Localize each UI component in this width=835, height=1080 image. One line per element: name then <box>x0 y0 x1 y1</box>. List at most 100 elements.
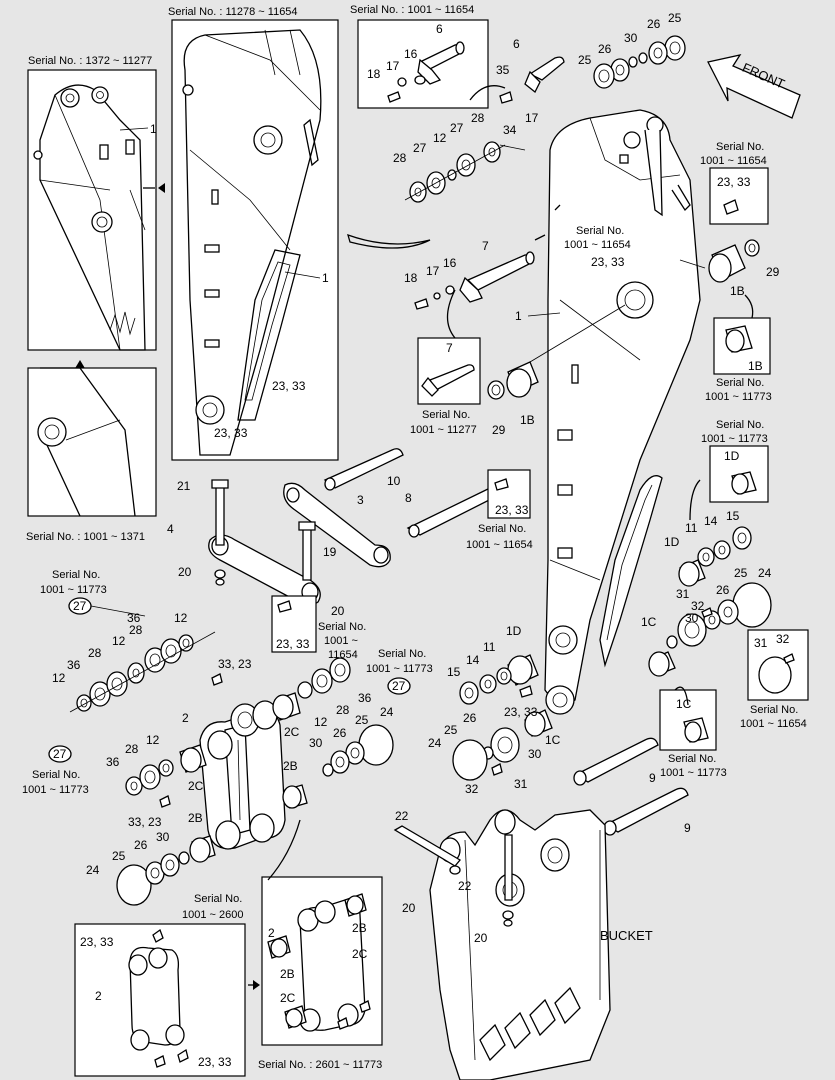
label-part-28-c: 28 <box>129 623 143 637</box>
label-part-11-a: 11 <box>685 521 698 535</box>
caption-serial-1001-11773-r1-l1: Serial No. <box>716 377 764 389</box>
label-part-27-e: 27 <box>53 747 67 761</box>
washer-stack-top-right <box>499 35 686 104</box>
caption-serial-1001-11654-l-l3: 11654 <box>328 649 358 661</box>
label-part-2333-g: 23, 33 <box>504 705 538 719</box>
caption-serial-1001-11773-r4-l2: 1001 ~ 11773 <box>660 767 727 779</box>
label-part-24-c: 24 <box>86 863 100 877</box>
label-part-20-c: 20 <box>402 901 416 915</box>
label-part-27-d: 27 <box>392 679 406 693</box>
label-part-2333-d: 23, 33 <box>717 175 751 189</box>
circle-27-b <box>387 677 411 695</box>
label-part-29-b: 29 <box>766 265 780 279</box>
label-part-1b-c: 1B <box>748 359 763 373</box>
caption-serial-1001-11773-l2-l2: 1001 ~ 11773 <box>22 784 89 796</box>
label-part-2333-c: 23, 33 <box>591 255 625 269</box>
label-part-25-a: 25 <box>668 11 682 25</box>
label-part-29-a: 29 <box>492 423 506 437</box>
label-part-1c-c: 1C <box>545 733 561 747</box>
label-part-10: 10 <box>387 474 401 488</box>
label-part-25-b: 25 <box>578 53 592 67</box>
label-part-9-b: 9 <box>684 821 691 835</box>
detail-box-plate-31 <box>747 629 809 701</box>
label-part-1b-b: 1B <box>730 284 745 298</box>
caption-serial-1001-11654-p8-l2: 1001 ~ 11654 <box>466 539 533 551</box>
label-part-17-a: 17 <box>386 59 400 73</box>
label-part-28-b: 28 <box>471 111 485 125</box>
caption-serial-1001-11654-l-l2: 1001 ~ <box>324 635 358 647</box>
label-part-20-d: 20 <box>474 931 488 945</box>
label-part-24-d: 24 <box>428 736 442 750</box>
label-part-28-a: 28 <box>393 151 407 165</box>
label-part-36-a: 36 <box>127 611 141 625</box>
detail-box-arm-top-early <box>27 69 165 351</box>
washer-stack-left-upper <box>69 631 216 713</box>
detail-box-grease-top-right <box>709 167 769 225</box>
detail-box-grease-link <box>271 595 317 653</box>
label-part-36-b: 36 <box>67 658 81 672</box>
label-part-20-a: 20 <box>178 565 192 579</box>
label-part-2-a: 2 <box>182 711 189 725</box>
label-part-32-c: 32 <box>465 782 479 796</box>
caption-serial-1001-11277-l1: Serial No. <box>422 409 470 421</box>
detail-box-grease-8 <box>487 469 531 519</box>
detail-box-1d <box>709 445 769 503</box>
label-part-14-a: 14 <box>704 514 718 528</box>
label-part-1c-b: 1C <box>676 697 692 711</box>
caption-serial-1001-11773-r4-l1: Serial No. <box>668 753 716 765</box>
label-part-25-d: 25 <box>355 713 369 727</box>
caption-serial-1001-11654-r-l2: 1001 ~ 11654 <box>700 155 767 167</box>
washer-stack-link-right <box>297 657 351 699</box>
label-part-15-a: 15 <box>726 509 740 523</box>
label-part-1-b: 1 <box>322 271 329 285</box>
label-part-30-a: 30 <box>624 31 638 45</box>
front-arrow <box>707 54 801 119</box>
washer-stack-center <box>322 724 394 777</box>
detail-box-1b <box>713 317 771 375</box>
label-part-34: 34 <box>503 123 517 137</box>
label-part-12-f: 12 <box>146 733 160 747</box>
label-part-27-a: 27 <box>413 141 427 155</box>
label-part-26-e: 26 <box>134 838 148 852</box>
label-part-1d-c: 1D <box>506 624 522 638</box>
washer-stack-28-27-12 <box>404 141 526 203</box>
label-part-30-e: 30 <box>528 747 542 761</box>
detail-box-link-2-early <box>74 923 246 1077</box>
label-part-6-a: 6 <box>436 22 443 36</box>
label-part-2c-b: 2C <box>188 779 204 793</box>
label-part-2-b: 2 <box>95 989 102 1003</box>
caption-serial-1001-11773-r2-l1: Serial No. <box>716 419 764 431</box>
label-part-22-b: 22 <box>458 879 472 893</box>
label-part-25-c: 25 <box>734 566 748 580</box>
label-part-12-c: 12 <box>112 634 126 648</box>
label-part-30-d: 30 <box>156 830 170 844</box>
caption-serial-1001-11654-l-l1: Serial No. <box>318 621 366 633</box>
caption-serial-1001-11773-r2-l2: 1001 ~ 11773 <box>701 433 768 445</box>
label-part-3: 3 <box>357 493 364 507</box>
label-part-11-b: 11 <box>483 640 496 654</box>
label-part-6-b: 6 <box>513 37 520 51</box>
bucket-label: BUCKET <box>600 928 653 943</box>
label-part-28-e: 28 <box>336 703 350 717</box>
label-part-12-b: 12 <box>174 611 188 625</box>
label-part-1-a: 1 <box>150 122 157 136</box>
label-part-26-a: 26 <box>647 17 661 31</box>
label-part-12-a: 12 <box>433 131 447 145</box>
pins-9 <box>573 737 689 836</box>
label-part-2b-a: 2B <box>283 759 298 773</box>
label-part-26-d: 26 <box>333 726 347 740</box>
label-part-36-d: 36 <box>106 755 120 769</box>
label-part-2c-d: 2C <box>280 991 296 1005</box>
label-part-14-b: 14 <box>466 653 480 667</box>
label-part-3323-b: 33, 23 <box>128 815 162 829</box>
washer-stack-1c-right <box>648 582 772 677</box>
label-part-12-d: 12 <box>52 671 66 685</box>
label-part-32-b: 32 <box>776 632 790 646</box>
label-part-2b-c: 2B <box>352 921 367 935</box>
caption-serial-1001-11277-l2: 1001 ~ 11277 <box>410 424 477 436</box>
pin-7-assembly <box>414 251 535 310</box>
washer-stack-1d-right <box>678 526 752 587</box>
label-part-1d-a: 1D <box>724 449 740 463</box>
label-part-17-b: 17 <box>525 111 539 125</box>
arm-lower-washers <box>452 654 553 781</box>
